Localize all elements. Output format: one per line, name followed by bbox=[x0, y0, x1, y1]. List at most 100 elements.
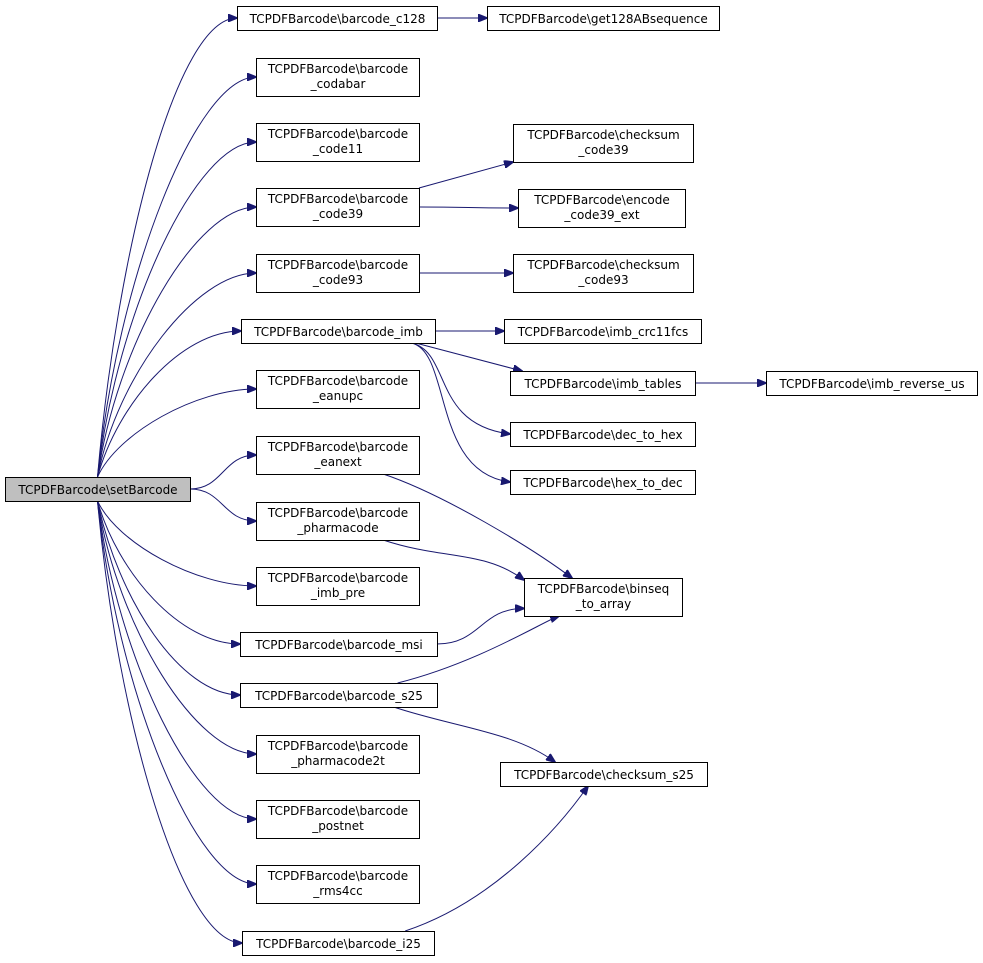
edge-arrow bbox=[418, 207, 518, 208]
edge-setBarcode-to-code11 bbox=[97, 142, 257, 478]
edge-pharma-to-binseq bbox=[382, 539, 524, 580]
node-label: TCPDFBarcode\barcode_i25 bbox=[255, 937, 421, 951]
node-label-line2: _code93 bbox=[577, 273, 628, 287]
edge-arrow bbox=[405, 786, 588, 932]
node-layer: TCPDFBarcode\setBarcodeTCPDFBarcode\barc… bbox=[5, 6, 978, 956]
node-label-line2: _code39 bbox=[312, 207, 363, 221]
node-eanext[interactable]: TCPDFBarcode\barcode_eanext bbox=[256, 436, 420, 475]
node-crc[interactable]: TCPDFBarcode\imb_crc11fcs bbox=[504, 319, 702, 344]
node-label: TCPDFBarcode\barcode bbox=[267, 127, 408, 141]
node-enc39[interactable]: TCPDFBarcode\encode_code39_ext bbox=[518, 189, 686, 228]
edge-setBarcode-to-i25 bbox=[97, 500, 243, 943]
edge-arrow bbox=[382, 473, 572, 578]
edge-arrow bbox=[97, 500, 257, 819]
node-setBarcode[interactable]: TCPDFBarcode\setBarcode bbox=[5, 477, 191, 502]
node-imbpre[interactable]: TCPDFBarcode\barcode_imb_pre bbox=[256, 567, 420, 606]
node-label: TCPDFBarcode\barcode_imb bbox=[253, 325, 423, 339]
edge-imb-to-h2d bbox=[411, 342, 510, 482]
edge-arrow bbox=[97, 500, 257, 884]
node-box bbox=[513, 254, 694, 293]
node-box bbox=[256, 436, 420, 475]
edge-arrow bbox=[397, 616, 559, 684]
node-label-line2: _code93 bbox=[312, 273, 363, 287]
edge-setBarcode-to-pharma bbox=[189, 488, 256, 521]
node-msi[interactable]: TCPDFBarcode\barcode_msi bbox=[240, 632, 438, 657]
edge-arrow bbox=[436, 608, 524, 645]
edge-setBarcode-to-c128 bbox=[97, 18, 238, 478]
node-label: TCPDFBarcode\barcode bbox=[267, 571, 408, 585]
node-label: TCPDFBarcode\dec_to_hex bbox=[522, 428, 682, 442]
edge-arrow bbox=[97, 142, 257, 478]
node-i25[interactable]: TCPDFBarcode\barcode_i25 bbox=[242, 931, 435, 956]
edge-arrow bbox=[97, 500, 241, 644]
node-box bbox=[510, 470, 696, 495]
node-h2d[interactable]: TCPDFBarcode\hex_to_dec bbox=[510, 470, 696, 495]
edge-arrow bbox=[97, 273, 257, 478]
node-label: TCPDFBarcode\barcode bbox=[267, 258, 408, 272]
node-box bbox=[256, 123, 420, 162]
node-postnet[interactable]: TCPDFBarcode\barcode_postnet bbox=[256, 800, 420, 839]
node-pharma[interactable]: TCPDFBarcode\barcode_pharmacode bbox=[256, 502, 420, 541]
node-get128[interactable]: TCPDFBarcode\get128ABsequence bbox=[487, 6, 720, 31]
node-label-line2: _eanext bbox=[313, 455, 362, 469]
node-label: TCPDFBarcode\barcode bbox=[267, 804, 408, 818]
node-label: TCPDFBarcode\barcode_c128 bbox=[249, 12, 426, 26]
edge-arrow bbox=[418, 162, 513, 189]
edge-i25-to-chks25 bbox=[405, 786, 588, 932]
edge-arrow bbox=[97, 500, 243, 943]
node-binseq[interactable]: TCPDFBarcode\binseq_to_array bbox=[524, 578, 683, 617]
node-pharma2t[interactable]: TCPDFBarcode\barcode_pharmacode2t bbox=[256, 735, 420, 774]
node-eanupc[interactable]: TCPDFBarcode\barcode_eanupc bbox=[256, 370, 420, 409]
node-s25[interactable]: TCPDFBarcode\barcode_s25 bbox=[240, 683, 438, 708]
edge-setBarcode-to-eanupc bbox=[97, 389, 257, 478]
node-box bbox=[256, 188, 420, 227]
node-rms4cc[interactable]: TCPDFBarcode\barcode_rms4cc bbox=[256, 865, 420, 904]
edge-imb-to-tables bbox=[415, 342, 522, 371]
edge-arrow bbox=[97, 500, 257, 754]
node-label: TCPDFBarcode\imb_crc11fcs bbox=[517, 325, 688, 339]
edge-setBarcode-to-imb bbox=[97, 331, 242, 478]
edge-setBarcode-to-postnet bbox=[97, 500, 257, 819]
node-label: TCPDFBarcode\barcode bbox=[267, 869, 408, 883]
node-tables[interactable]: TCPDFBarcode\imb_tables bbox=[510, 371, 696, 396]
edge-setBarcode-to-code93 bbox=[97, 273, 257, 478]
node-label-line2: _postnet bbox=[311, 819, 364, 833]
node-codabar[interactable]: TCPDFBarcode\barcode_codabar bbox=[256, 58, 420, 97]
edge-arrow bbox=[415, 342, 522, 371]
node-label: TCPDFBarcode\setBarcode bbox=[17, 483, 177, 497]
node-d2h[interactable]: TCPDFBarcode\dec_to_hex bbox=[510, 422, 696, 447]
node-label: TCPDFBarcode\barcode_s25 bbox=[254, 689, 423, 703]
node-box bbox=[241, 319, 436, 344]
node-box bbox=[256, 800, 420, 839]
edge-arrow bbox=[393, 706, 555, 762]
node-box bbox=[500, 762, 708, 787]
node-label: TCPDFBarcode\barcode bbox=[267, 374, 408, 388]
node-box bbox=[256, 254, 420, 293]
edge-arrow bbox=[97, 331, 242, 478]
node-code11[interactable]: TCPDFBarcode\barcode_code11 bbox=[256, 123, 420, 162]
edge-arrow bbox=[97, 77, 257, 478]
node-label-line2: _rms4cc bbox=[312, 884, 363, 898]
edge-code39-to-chk39 bbox=[418, 162, 513, 189]
node-box bbox=[513, 124, 694, 163]
edge-s25-to-binseq bbox=[397, 616, 559, 684]
node-code93[interactable]: TCPDFBarcode\barcode_code93 bbox=[256, 254, 420, 293]
node-label: TCPDFBarcode\binseq bbox=[537, 582, 669, 596]
edge-setBarcode-to-pharma2t bbox=[97, 500, 257, 754]
node-rev[interactable]: TCPDFBarcode\imb_reverse_us bbox=[766, 371, 978, 396]
node-c128[interactable]: TCPDFBarcode\barcode_c128 bbox=[237, 6, 438, 31]
node-imb[interactable]: TCPDFBarcode\barcode_imb bbox=[241, 319, 436, 344]
node-box bbox=[242, 931, 435, 956]
node-chk93[interactable]: TCPDFBarcode\checksum_code93 bbox=[513, 254, 694, 293]
node-box bbox=[256, 735, 420, 774]
node-label-line2: _pharmacode2t bbox=[290, 754, 385, 768]
node-box bbox=[256, 58, 420, 97]
node-box bbox=[256, 502, 420, 541]
node-label-line2: _code39 bbox=[577, 143, 628, 157]
node-box bbox=[240, 632, 438, 657]
node-label-line2: _eanupc bbox=[312, 389, 363, 403]
node-code39[interactable]: TCPDFBarcode\barcode_code39 bbox=[256, 188, 420, 227]
node-chk39[interactable]: TCPDFBarcode\checksum_code39 bbox=[513, 124, 694, 163]
node-chks25[interactable]: TCPDFBarcode\checksum_s25 bbox=[500, 762, 708, 787]
node-label-line2: _to_array bbox=[575, 597, 632, 611]
